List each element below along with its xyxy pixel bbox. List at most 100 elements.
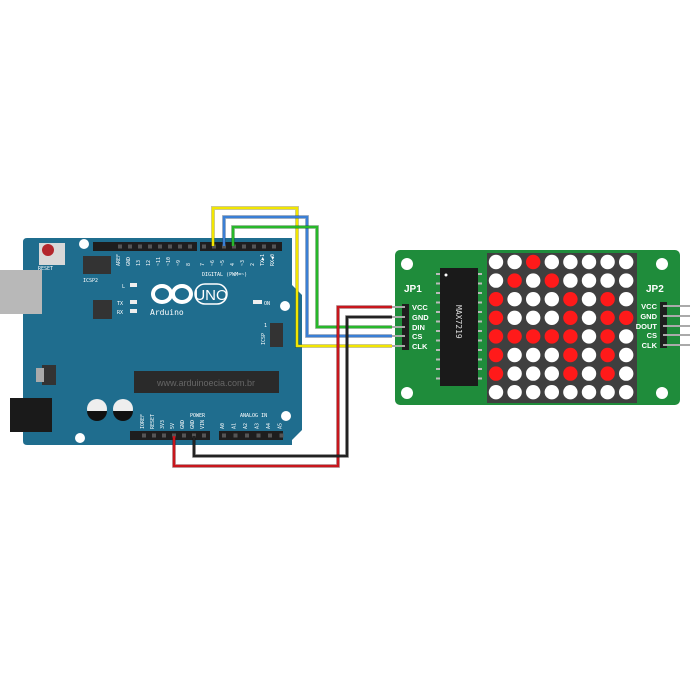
led-unlit xyxy=(488,273,504,288)
digital-pin-socket[interactable] xyxy=(178,244,182,249)
digital-pin-socket[interactable] xyxy=(188,244,192,249)
led-lit xyxy=(488,292,504,307)
power-pin-socket[interactable] xyxy=(142,433,146,438)
analog-pin-socket[interactable] xyxy=(268,433,272,438)
digital-pin-socket[interactable] xyxy=(202,244,206,249)
led-unlit xyxy=(581,292,597,307)
digital-pin-socket[interactable] xyxy=(252,244,256,249)
analog-pin-socket[interactable] xyxy=(279,433,284,438)
chip-leg xyxy=(478,377,482,380)
led-lit xyxy=(563,366,578,381)
analog-pin-socket[interactable] xyxy=(245,433,249,438)
analog-pin-socket[interactable] xyxy=(233,433,238,438)
chip-label: MAX7219 xyxy=(454,305,463,339)
reset-button[interactable] xyxy=(42,244,54,256)
led-unlit xyxy=(563,254,578,270)
power-pin-socket[interactable] xyxy=(152,433,156,438)
chip-leg xyxy=(436,301,440,304)
wire-gnd-black[interactable] xyxy=(192,315,392,458)
led-lit xyxy=(600,292,615,307)
chip-leg xyxy=(436,368,440,370)
led-unlit xyxy=(619,385,634,400)
wire-vcc-red[interactable] xyxy=(172,305,392,468)
analog-pin-socket[interactable] xyxy=(256,433,261,438)
digital-pin-socket[interactable] xyxy=(148,244,152,249)
digital-pin-label: AREF xyxy=(116,254,122,266)
chip-leg xyxy=(478,301,482,304)
led-unlit xyxy=(526,366,541,381)
jp1-title: JP1 xyxy=(404,284,422,295)
digital-pin-label: ~11 xyxy=(156,257,162,266)
digital-pin-socket[interactable] xyxy=(232,244,236,249)
wire-din-green[interactable] xyxy=(231,225,392,329)
digital-pin-socket[interactable] xyxy=(222,244,226,249)
power-pin-socket[interactable] xyxy=(182,433,186,438)
digital-label: DIGITAL (PWM=~) xyxy=(202,272,247,278)
jp1-pin-label: DIN xyxy=(412,323,425,332)
led-unlit xyxy=(619,329,634,344)
atmega16u2-chip xyxy=(93,300,112,319)
digital-pin-socket[interactable] xyxy=(128,244,132,249)
capacitor xyxy=(87,399,107,421)
digital-pin-socket[interactable] xyxy=(118,244,122,249)
top-header-left xyxy=(93,242,197,251)
digital-pin-socket[interactable] xyxy=(168,244,172,249)
power-pin-socket[interactable] xyxy=(172,433,176,438)
led-unlit xyxy=(563,385,578,400)
led-tx xyxy=(130,300,137,304)
led-unlit xyxy=(526,273,541,288)
led-unlit xyxy=(544,310,559,325)
led-unlit xyxy=(563,273,578,288)
digital-pin-socket[interactable] xyxy=(262,244,266,249)
chip-leg xyxy=(478,282,482,285)
analog-pin-label: A0 xyxy=(220,423,226,429)
chip-leg xyxy=(436,273,440,275)
power-pin-label: GND xyxy=(180,420,186,429)
chip-leg xyxy=(478,349,482,351)
digital-pin-socket[interactable] xyxy=(138,244,142,249)
led-unlit xyxy=(544,366,559,381)
voltage-regulator xyxy=(42,365,56,385)
led-unlit xyxy=(544,254,559,270)
digital-pin-socket[interactable] xyxy=(212,244,216,249)
jp1-header xyxy=(402,304,409,350)
jp1-pin-label: GND xyxy=(412,313,429,322)
icsp2-label: ICSP2 xyxy=(83,278,98,284)
wire-clk-yellow[interactable] xyxy=(211,206,392,348)
digital-pin-label: RX◀0 xyxy=(270,254,276,266)
power-pin-socket[interactable] xyxy=(162,433,166,438)
mounting-hole xyxy=(281,411,291,421)
led-unlit xyxy=(619,273,634,288)
digital-pin-label: GND xyxy=(126,257,132,266)
led-lit xyxy=(563,347,578,363)
led-lit xyxy=(600,310,615,325)
led-unlit xyxy=(600,385,615,400)
chip-leg xyxy=(478,311,482,313)
mounting-hole xyxy=(656,387,668,399)
led-unlit xyxy=(600,273,615,288)
watermark: www.arduinoecia.com.br xyxy=(156,378,255,388)
led-rx xyxy=(130,309,137,313)
led-unlit xyxy=(581,366,597,381)
analog-pin-socket[interactable] xyxy=(222,433,226,438)
digital-pin-socket[interactable] xyxy=(272,244,276,249)
digital-pin-label: 4 xyxy=(230,263,236,266)
chip-leg xyxy=(478,273,482,275)
led-l xyxy=(130,283,137,287)
led-rx-label: RX xyxy=(117,310,123,316)
led-unlit xyxy=(619,366,634,381)
power-pin-socket[interactable] xyxy=(202,433,206,438)
uno-badge xyxy=(194,283,228,305)
led-lit xyxy=(563,292,578,307)
digital-pin-socket[interactable] xyxy=(158,244,162,249)
chip-leg xyxy=(436,282,440,285)
reset-label: RESET xyxy=(38,266,53,272)
power-pin-socket[interactable] xyxy=(192,433,196,438)
digital-pin-socket[interactable] xyxy=(242,244,246,249)
digital-pin-label: ~5 xyxy=(220,260,226,266)
jp1-pin-label: CS xyxy=(412,332,422,341)
power-pin-label: GND xyxy=(190,420,196,429)
analog-header xyxy=(219,431,283,440)
wire-cs-blue[interactable] xyxy=(222,215,392,338)
